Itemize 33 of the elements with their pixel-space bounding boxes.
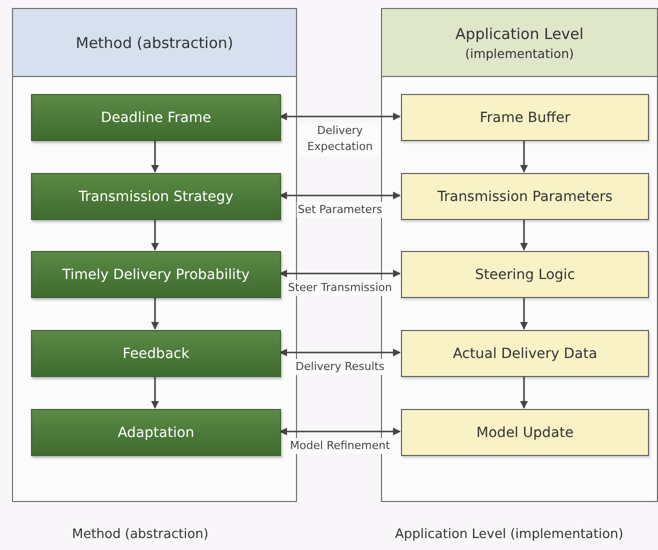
process-box: Deadline Frame	[31, 94, 281, 141]
edge-label: Delivery Expectation	[299, 122, 381, 156]
process-box: Transmission Parameters	[401, 173, 649, 220]
process-box: Adaptation	[31, 409, 281, 456]
arrow	[151, 219, 159, 251]
process-box: Model Update	[401, 409, 649, 456]
process-box: Actual Delivery Data	[401, 330, 649, 377]
process-box: Feedback	[31, 330, 281, 377]
arrow	[279, 348, 401, 356]
caption-text: Application Level (implementation)	[395, 527, 624, 542]
arrow	[151, 140, 159, 173]
edge-label: Set Parameters	[296, 202, 384, 218]
arrow	[279, 112, 401, 120]
arrow	[151, 376, 159, 409]
arrow	[279, 192, 401, 200]
edge-label: Steer Transmission	[287, 280, 393, 296]
subheading-text: (implementation)	[465, 46, 574, 60]
process-box: Timely Delivery Probability	[31, 251, 281, 298]
arrow	[279, 428, 401, 436]
process-box: Steering Logic	[401, 251, 649, 298]
heading-text: Method (abstraction)	[76, 34, 234, 52]
arrow	[151, 297, 159, 330]
process-box: Transmission Strategy	[31, 173, 281, 220]
arrow	[520, 140, 528, 173]
arrow	[520, 297, 528, 330]
caption-text: Method (abstraction)	[72, 527, 208, 542]
process-box: Frame Buffer	[401, 94, 649, 141]
heading-text: Application Level	[455, 24, 584, 42]
arrow	[520, 219, 528, 251]
arrow	[279, 270, 401, 278]
arrow	[520, 376, 528, 409]
edge-label: Delivery Results	[294, 358, 386, 375]
edge-label: Model Refinement	[289, 438, 391, 454]
